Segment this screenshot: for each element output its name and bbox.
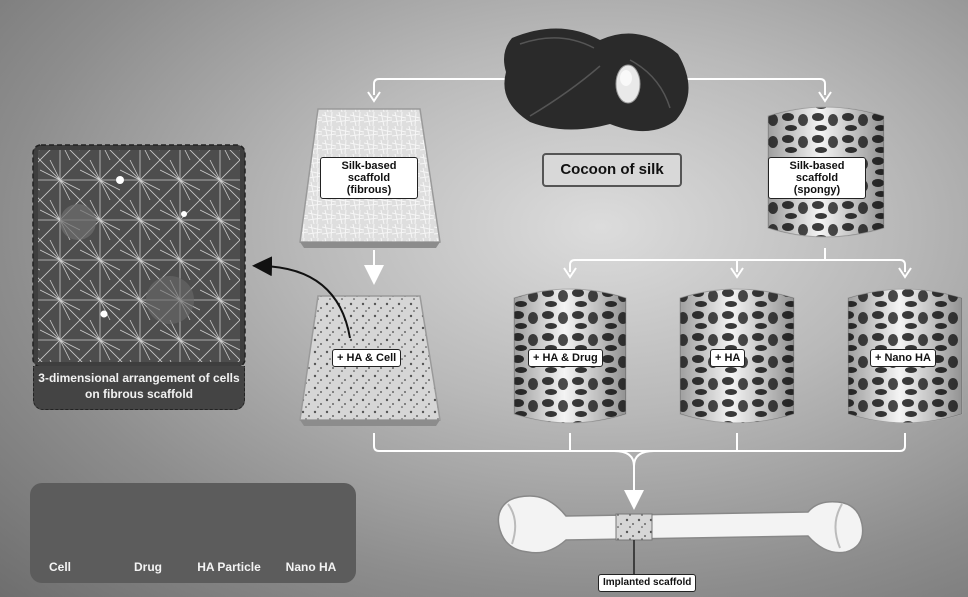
merge-connector [374,433,905,500]
micrograph-caption: 3-dimensional arrangement of cells on fi… [33,366,245,410]
micrograph-panel [33,145,245,367]
spongy-branch-connector [564,248,911,277]
bone-illustration [498,496,862,574]
legend-drug-label: Drug [128,560,168,574]
implant-label: Implanted scaffold [598,574,696,592]
legend-cell-label: Cell [40,560,80,574]
legend-ha-particle-label: HA Particle [186,560,272,574]
legend-nano-ha-label: Nano HA [278,560,344,574]
ha-label: + HA [710,349,745,367]
spongy-scaffold-label: Silk-based scaffold (spongy) [768,157,866,199]
fibrous-scaffold-label: Silk-based scaffold (fibrous) [320,157,418,199]
nano-ha-label: + Nano HA [870,349,936,367]
leaf-illustration [504,28,689,131]
ha-cell-label: + HA & Cell [332,349,401,367]
cocoon-label: Cocoon of silk [542,153,682,187]
ha-drug-label: + HA & Drug [528,349,603,367]
